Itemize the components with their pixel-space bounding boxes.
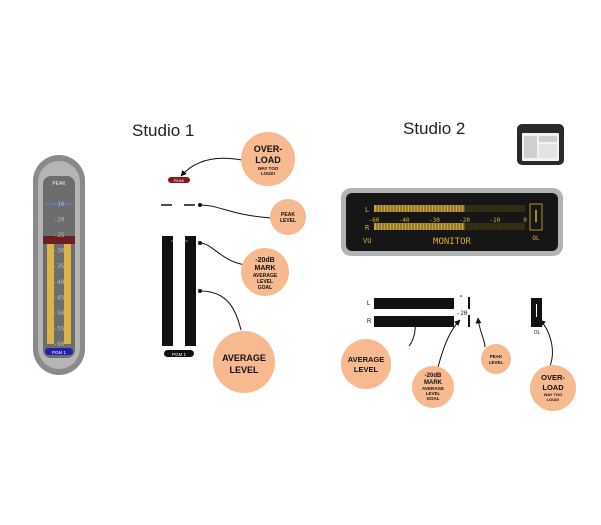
callout-overload-sub1: WAY TOO (258, 166, 279, 171)
studio2-title: Studio 2 (403, 119, 465, 138)
callout2-average-level: AVERAGE LEVEL (341, 339, 391, 389)
monitor-scale-label: -10 (489, 217, 500, 224)
connector-peak-dot (198, 203, 202, 207)
connector2-average-dot (413, 319, 417, 323)
callout2-peak-line1: PEAK (490, 354, 503, 359)
monitor-l-label: L (365, 206, 369, 214)
callout-peak-line1: PEAK (281, 212, 295, 218)
meter-tick-label: -45 (54, 294, 65, 301)
callout-overload-line1: OVER- (254, 144, 283, 154)
connector-peak (199, 204, 272, 219)
callout2-average-line1: AVERAGE (348, 355, 385, 364)
callout-average-line1: AVERAGE (222, 353, 266, 363)
monitor-scale: -60 -40 -30 -20 -10 0 (369, 217, 528, 224)
meter-20db-band (43, 236, 75, 244)
studio2-monitor: L R -60 -40 -30 -20 -10 0 VU MONITOR OL (341, 188, 563, 256)
connector-overload (180, 157, 243, 177)
callout2-peak-line2: LEVEL (489, 360, 504, 365)
callout2-20db-sub1: AVERAGE (422, 386, 444, 391)
schematic-bar-left (162, 236, 173, 346)
callout2-overload-line1: OVER- (541, 373, 565, 382)
studio1-title: Studio 1 (132, 121, 194, 140)
callout-average-line2: LEVEL (229, 365, 259, 375)
meter-bar-right (64, 240, 71, 344)
monitor-name: MONITOR (433, 237, 472, 247)
connector2-average (408, 321, 416, 347)
monitor-bars (374, 205, 525, 230)
schematic2-20-label: -20 (457, 310, 468, 317)
monitor-ol-label: OL (532, 235, 540, 242)
callout-overload: OVER- LOAD WAY TOO LOUD! (241, 132, 295, 186)
connector-average (199, 290, 242, 331)
meter-label: PGM 1 (52, 350, 67, 355)
callout2-overload-sub2: LOUD! (547, 397, 560, 402)
callout2-20db-line1: -20dB (425, 373, 442, 379)
meter-tick-label: -40 (54, 279, 65, 286)
meter-tick-label: -60 (54, 341, 65, 348)
callout2-20db-sub3: GOAL (427, 396, 440, 401)
callout-20db-mark: -20dB MARK AVERAGE LEVEL GOAL (241, 248, 289, 296)
callout-overload-sub2: LOUD! (261, 171, 276, 176)
meter-tick-label: -50 (54, 310, 65, 317)
callout-overload-line2: LOAD (255, 155, 281, 165)
connector-20db-dot (198, 241, 202, 245)
peak-indicator (168, 177, 190, 183)
callout2-20db-line2: MARK (424, 380, 443, 386)
studio1-meter: PEAK -10 -20 -25 -30 -35 -40 -45 -50 -55 -60 PGM … (33, 155, 85, 375)
meter-bar-left (47, 240, 54, 344)
meter-tick-label: -35 (54, 263, 65, 270)
connector-average-dot (198, 289, 202, 293)
monitor-r-label: R (365, 224, 370, 232)
connector2-peak (475, 317, 486, 348)
callout2-overload-sub1: WAY TOO (544, 392, 562, 397)
callout2-average-line2: LEVEL (354, 365, 379, 374)
schematic-bar-right (185, 236, 196, 346)
connector2-20db (437, 319, 461, 368)
schematic2-r-label: R (367, 319, 372, 325)
callout-20db-line2: MARK (255, 265, 276, 272)
meter-label-pill (45, 348, 73, 355)
monitor-scale-label: -60 (369, 217, 380, 224)
callout2-overload: OVER- LOAD WAY TOO LOUD! (530, 365, 576, 411)
meter-tick-label: -25 (54, 232, 65, 239)
meter-peak-label: PEAK (52, 181, 66, 187)
schematic-20-label: -20 (175, 239, 183, 245)
meter-tick-label: -20 (54, 217, 65, 224)
schematic2-ol-label: OL (534, 330, 541, 336)
tablet-icon (517, 124, 564, 165)
monitor-ol-box (529, 203, 543, 231)
schematic-label-pill (164, 350, 194, 357)
connector-20db (199, 242, 247, 266)
meter-tick-label: -55 (54, 325, 65, 332)
studio2-schematic: L R -20 OL (367, 295, 542, 336)
monitor-scale-label: 0 (523, 217, 527, 224)
monitor-scale-label: -30 (429, 217, 440, 224)
monitor-scale-label: -20 (459, 217, 470, 224)
callout-peak-level: PEAK LEVEL (270, 199, 306, 235)
callout-peak-line2: LEVEL (280, 218, 296, 224)
callout2-20db-sub2: LEVEL (426, 391, 441, 396)
meter-tick-scale: -10 -20 -25 -30 -35 -40 -45 -50 -55 -60 (54, 201, 65, 348)
callout2-peak-level: PEAK LEVEL (481, 344, 511, 374)
schematic2-tick (460, 295, 462, 297)
schematic-label: PGM 1 (172, 352, 187, 357)
callout-20db-sub3: GOAL (258, 285, 272, 291)
peak-indicator-label: PEAK (174, 178, 185, 183)
connector2-overload (539, 319, 553, 367)
meter-tick-label: -10 (54, 201, 65, 208)
schematic2-l-label: L (367, 301, 371, 307)
studio1-schematic: PEAK -20 PGM 1 (161, 177, 196, 357)
callout2-overload-line2: LOAD (542, 383, 564, 392)
meter-tick-label: -30 (54, 248, 65, 255)
monitor-vu-label: VU (363, 237, 371, 245)
schematic2-bar-l (374, 298, 454, 309)
callout-20db-line1: -20dB (255, 257, 274, 264)
callout-average-level: AVERAGE LEVEL (213, 331, 275, 393)
callout-20db-sub1: AVERAGE (253, 273, 278, 279)
callout2-20db-mark: -20dB MARK AVERAGE LEVEL GOAL (412, 366, 454, 408)
monitor-scale-label: -40 (399, 217, 410, 224)
callout-20db-sub2: LEVEL (257, 279, 273, 285)
